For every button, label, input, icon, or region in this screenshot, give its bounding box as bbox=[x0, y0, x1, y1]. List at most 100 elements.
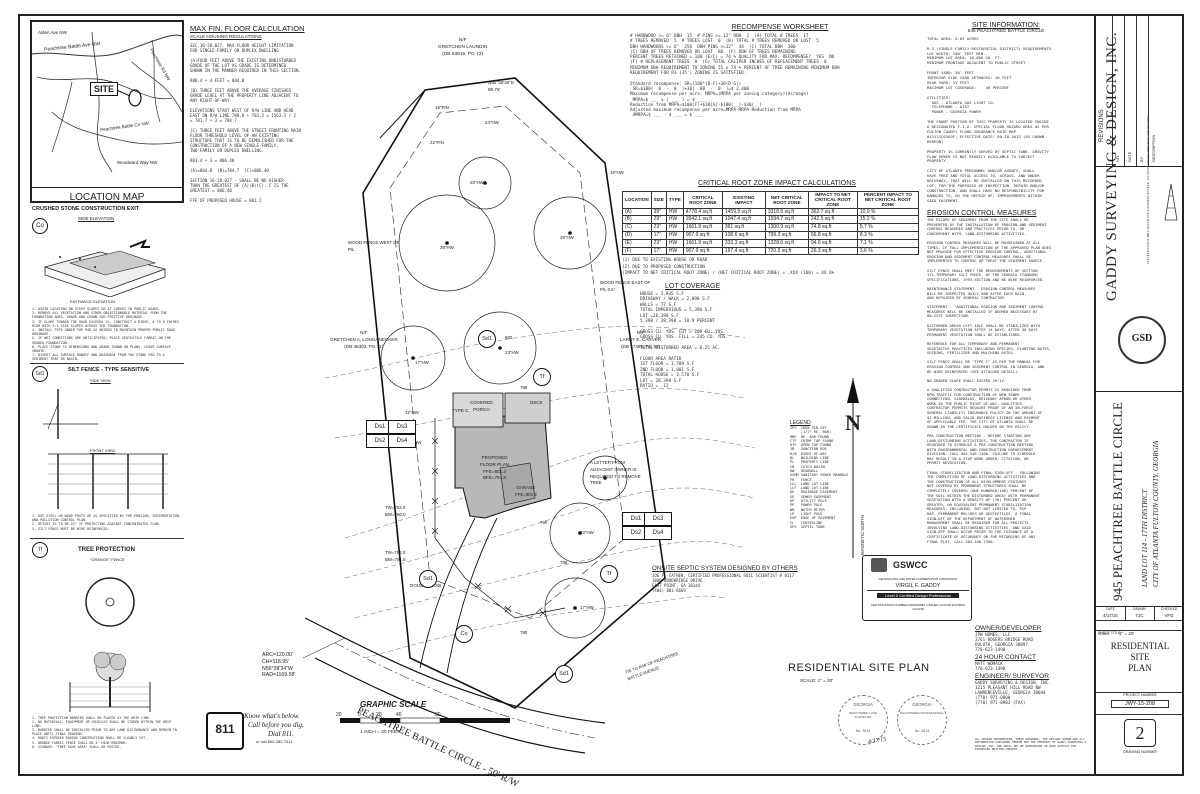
crz-section: CRITICAL ROOT ZONE IMPACT CALCULATIONS L… bbox=[622, 180, 932, 278]
garage-label: GARAGE FFE=801.2 bbox=[515, 485, 537, 497]
plan-scale: SCALE: 1" = 20' bbox=[800, 678, 834, 683]
crz-cell: HW bbox=[665, 215, 684, 225]
project-number-label: PROJECT NUMBER bbox=[1123, 693, 1157, 697]
title-block: REVISIONS NO. DATE BY DESCRIPTION GADDY … bbox=[1094, 16, 1184, 774]
crz-cell: (B) bbox=[622, 215, 652, 225]
checked-value: VFG bbox=[1164, 612, 1174, 618]
crz-cell: 799.3 sq.ft bbox=[764, 231, 809, 240]
silt-fence-drawing bbox=[43, 389, 168, 509]
info-cells: DATE 4/17/15 DRAWN TJC CHECKED VFG SCALE… bbox=[1096, 606, 1184, 774]
crz-cell: 17" bbox=[650, 246, 667, 256]
crz-cell: 17" bbox=[650, 231, 667, 240]
sheet-title-cell: SHEET TITLE RESIDENTIAL SITE PLAN bbox=[1096, 630, 1184, 693]
project-title: 945 PEACHTREE BATTLE CIRCLE bbox=[1110, 402, 1125, 601]
floor-calc-body: SEC.16-28.027. MAX FLOOR HEIGHT LIMITATI… bbox=[190, 42, 301, 203]
fence-east: WOOD FENCE EAST OF P/L 0.6' bbox=[600, 280, 651, 292]
seal-1-state: GEORGIA bbox=[853, 702, 873, 707]
legend-items: IPS IRON PIN SET (1/2" RE. BAR) RBF RE. … bbox=[790, 426, 849, 529]
crz-cell: 3.6 % bbox=[856, 246, 919, 256]
call-811: 811 Know what's below. Call before you d… bbox=[206, 712, 326, 756]
tree-label: 12"HW bbox=[405, 410, 419, 415]
sign-tf-b: Tf bbox=[600, 565, 618, 583]
bearing-top: N85°55'46"E 89.76' bbox=[488, 80, 515, 92]
checked-label: CHECKED bbox=[1160, 607, 1178, 611]
tree-label: 17"HW bbox=[415, 360, 429, 365]
sign-co: Co bbox=[455, 625, 473, 643]
tree-protection-subtitle: "ORANGE" FENCE bbox=[90, 557, 125, 562]
crz-cell: 23" bbox=[650, 238, 667, 248]
crz-header: IMPACT TO NET CRITICAL ROOT ZONE bbox=[807, 191, 858, 209]
site-info: SITE INFORMATION: 945 PEACHTREE BATTLE C… bbox=[927, 22, 1085, 204]
crz-cell: 26.3 sq.ft bbox=[807, 246, 858, 256]
lot-coverage-body: HOUSE = 3,035 S.F DRIVEWAY / WALK = 2,09… bbox=[640, 292, 728, 389]
crz-cell: 362.7 sq.ft bbox=[807, 207, 858, 217]
floor-calc-title: MAX FIN. FLOOR CALCULATION bbox=[190, 24, 305, 33]
curve-data: ARC=120.00' CH=118.95' N56°38'34"W RAD=1… bbox=[262, 652, 296, 679]
crz-cell: (E) bbox=[622, 238, 652, 248]
rev-col-lines bbox=[1112, 16, 1113, 166]
call-811-line3: Dial 811. bbox=[268, 730, 294, 738]
call-811-badge: 811 bbox=[206, 712, 244, 750]
contour-label: 790 bbox=[540, 520, 548, 525]
location-map-drawing bbox=[32, 22, 182, 172]
tree-label: 20"HW bbox=[470, 180, 484, 185]
tree-label: 17"HW bbox=[580, 605, 594, 610]
owner-body: JPW HOMES, LLC 3761 ROGERS BRIDGE ROAD D… bbox=[975, 632, 1033, 652]
site-plan-drawing bbox=[302, 77, 859, 754]
gswcc-cert: CERTIFICATION NUMBER 0000029838 / ISSUED… bbox=[870, 603, 966, 611]
date-value: 4/17/15 bbox=[1103, 612, 1118, 618]
detail-tree-protection: Tf TREE PROTECTION "ORANGE" FENCE 1. TRE… bbox=[30, 540, 184, 749]
tree-label: 23"HW bbox=[505, 350, 519, 355]
contour-label: 795 bbox=[520, 385, 528, 390]
silt-fence-side: SIDE VIEW bbox=[90, 378, 111, 383]
site-info-body: TOTAL AREA: 0.65 ACRES R-3 (SINGLE FAMIL… bbox=[927, 35, 1052, 203]
rev-col-by: BY bbox=[1139, 156, 1144, 162]
revisions-table: REVISIONS NO. DATE BY DESCRIPTION bbox=[1096, 16, 1184, 167]
crz-cell: 1459.9 sq.ft bbox=[721, 207, 766, 217]
contour-label: 780 bbox=[520, 630, 528, 635]
call-811-line1: Know what's below. bbox=[244, 712, 300, 720]
sheet-title: RESIDENTIAL SITE PLAN bbox=[1110, 640, 1170, 673]
lot-coverage: LOT COVERAGE HOUSE = 3,035 S.F DRIVEWAY … bbox=[640, 283, 780, 389]
crz-cell: 361 sq.ft bbox=[721, 223, 766, 232]
tree-label: 22"PIN bbox=[430, 140, 444, 145]
north-arrow-glyph bbox=[847, 378, 859, 558]
tree-label: 23"HW bbox=[580, 530, 594, 535]
tree-label: 18"PIN bbox=[435, 105, 449, 110]
crz-cell: 8.3 % bbox=[856, 231, 919, 240]
crz-cell: 66.8 sq.ft bbox=[807, 231, 858, 240]
crz-cell: 23" bbox=[650, 223, 667, 232]
sheet-title-label: SHEET TITLE bbox=[1098, 631, 1121, 635]
owner-developer: OWNER/DEVELOPER JPW HOMES, LLC 3761 ROGE… bbox=[975, 625, 1085, 705]
call-811-line4: or call 800-282-7411 bbox=[256, 739, 293, 744]
detail-silt-fence: Sd1 SILT FENCE - TYPE SENSITIVE SIDE VIE… bbox=[30, 364, 184, 539]
crz-cell: (A) bbox=[622, 207, 652, 217]
crz-cell: 720.5 sq.ft bbox=[764, 246, 809, 256]
crz-cell: 1594.7 sq.ft bbox=[764, 215, 809, 225]
tw-bw-2: TW=792.0 BW=791.5 bbox=[385, 550, 406, 562]
west-owner: N/F GRETCHEN A. LONGANECKER (DB 46303, P… bbox=[330, 330, 398, 349]
crz-header: LOCATION bbox=[622, 191, 652, 209]
north-label: N bbox=[845, 410, 861, 435]
rev-col-lines bbox=[1124, 16, 1125, 166]
seal-2-line: REGISTERED PROFESSIONAL bbox=[900, 711, 944, 715]
rev-col-date: DATE bbox=[1127, 151, 1132, 162]
graphic-scale: GRAPHIC SCALE 20 0 20 40 80 1 INCH = 20 … bbox=[336, 700, 520, 735]
crz-header: SIZE bbox=[650, 191, 667, 209]
date-label: DATE bbox=[1106, 607, 1115, 611]
recompense-worksheet: RECOMPENSE WORKSHEET # HARDWOOD >= 6" DB… bbox=[630, 24, 930, 179]
tree-label: 24"HW bbox=[485, 120, 499, 125]
septic-body: JOE F. CATHEN, CERTIFIED PROFESSIONAL SO… bbox=[652, 573, 795, 593]
letter-note: A LETTER FROM ADJACENT OWNER IS REQUIRED… bbox=[590, 460, 641, 486]
site-info-address: 945 PEACHTREE BATTLE CIRCLE bbox=[967, 29, 1045, 34]
crz-cell: 94.6 sq.ft bbox=[807, 238, 858, 248]
silt-fence-front: FRONT VIEW bbox=[90, 448, 116, 453]
crushed-stone-drawing bbox=[43, 239, 167, 297]
tree-protection-notes: 1. TREE PROTECTION BARRIER SHALL BE PLAC… bbox=[32, 716, 177, 749]
tree-label: 18"HW bbox=[610, 170, 624, 175]
site-label: SITE bbox=[90, 82, 119, 96]
seal-2-state: GEORGIA bbox=[912, 702, 932, 707]
crz-cell: 74.8 sq.ft bbox=[807, 223, 858, 232]
tree-protection-drawing bbox=[69, 577, 151, 712]
